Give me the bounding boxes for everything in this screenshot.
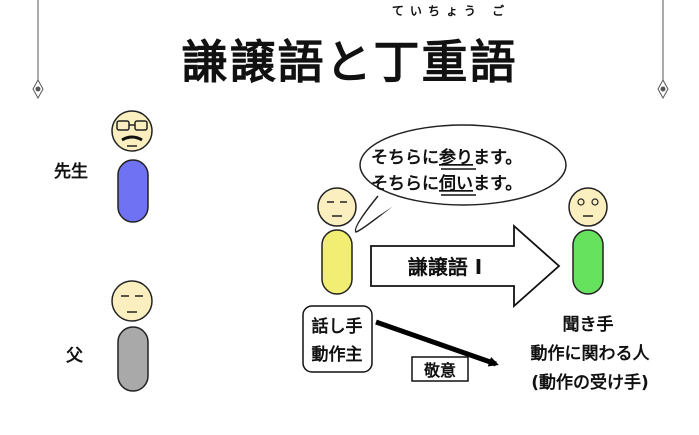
speaker-face [317, 187, 357, 227]
teacher-face [111, 110, 153, 152]
page-title: 謙譲語と丁重語 [181, 35, 518, 89]
father-face [111, 280, 153, 322]
teacher-label: 先生 [54, 162, 88, 182]
speaker-box-line-1: 話し手 [312, 316, 363, 337]
teacher-figure [111, 110, 153, 223]
respect-box: 敬意 [411, 356, 469, 382]
bubble-line-2: そちらに伺います。 [371, 173, 522, 194]
title-ruby: ていちょう ご [391, 4, 511, 18]
speaker-box: 話し手 動作主 [302, 305, 373, 373]
honorific-arrow: 謙譲語 I [370, 223, 561, 309]
title-area: ていちょう ご 謙譲語と丁重語 [0, 0, 699, 90]
speaker-body [321, 229, 353, 295]
listener-label-1: 聞き手 [563, 314, 614, 335]
bubble-line-1: そちらに参ります。 [371, 147, 522, 168]
listener-body [572, 229, 604, 295]
listener-figure [568, 187, 608, 295]
speech-bubble: そちらに参ります。 そちらに伺います。 [354, 124, 567, 233]
listener-face [568, 187, 608, 227]
father-label: 父 [66, 346, 83, 366]
father-body [117, 326, 149, 392]
speaker-box-line-2: 動作主 [312, 344, 363, 365]
speaker-figure [317, 187, 357, 295]
arrow-label: 謙譲語 I [408, 255, 482, 279]
decorative-frame [32, 0, 669, 100]
listener-label-2: 動作に関わる人 [531, 343, 651, 364]
teacher-body [117, 159, 149, 223]
respect-label: 敬意 [423, 361, 456, 380]
listener-label-3: (動作の受け手) [531, 372, 649, 393]
father-figure [111, 280, 153, 392]
respect-arrow [375, 319, 499, 367]
